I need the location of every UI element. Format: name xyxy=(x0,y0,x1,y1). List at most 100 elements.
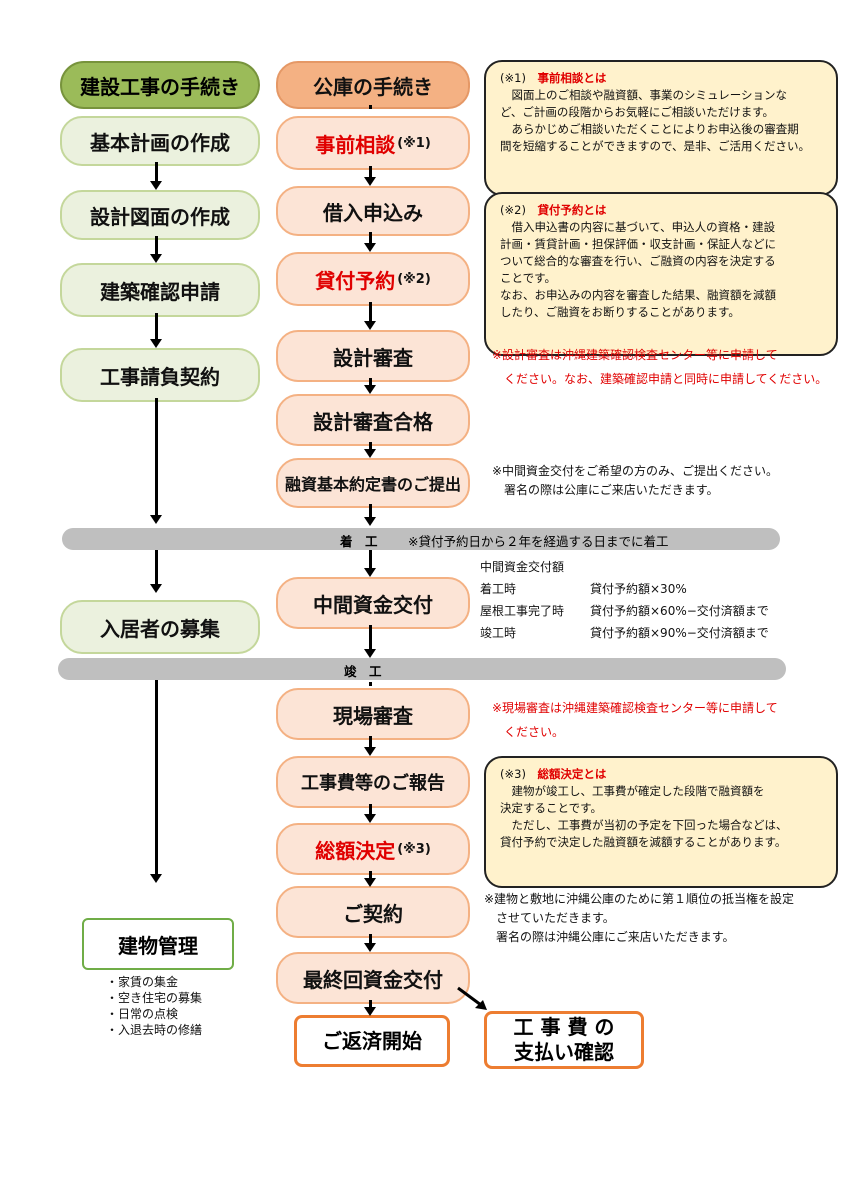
bar-label: 竣 工 xyxy=(344,664,382,679)
step-pre-consultation: 事前相談(※1) xyxy=(276,116,470,170)
interim-stage: 屋根工事完了時 xyxy=(480,604,565,618)
arrow-head-icon xyxy=(150,874,162,883)
note-line: ください。なお、建築確認申請と同時に申請してください。 xyxy=(492,372,828,386)
arrow-head-icon xyxy=(364,878,376,887)
step-label: 入居者の募集 xyxy=(100,616,220,641)
building-management-box: 建物管理 xyxy=(82,918,234,970)
note-title: 貸付予約とは xyxy=(537,203,607,217)
step-label: ご返済開始 xyxy=(322,1028,422,1053)
design-review-note: ※設計審査は沖縄建築確認検査センター等に申請して ください。なお、建築確認申請と… xyxy=(492,343,827,391)
step-label: 総額決定 xyxy=(315,838,396,863)
step-loan-agreement-submission: 融資基本約定書のご提出 xyxy=(276,458,470,508)
note-line: 建物が竣工し、工事費が確定した段階で融資額を xyxy=(500,784,765,798)
arrow-line xyxy=(155,162,158,182)
step-note-ref: (※2) xyxy=(397,271,431,287)
interim-funding-table: 中間資金交付額 着工時貸付予約額×30% 屋根工事完了時貸付予約額×60%−交付… xyxy=(480,556,769,644)
arrow-head-icon xyxy=(150,339,162,348)
interim-row: 竣工時貸付予約額×90%−交付済額まで xyxy=(480,622,769,644)
diagonal-arrow-icon xyxy=(457,986,487,1010)
note-line: 借入申込書の内容に基づいて、申込人の資格・建設 xyxy=(500,220,776,234)
loan-document-note: ※中間資金交付をご希望の方のみ、ご提出ください。 署名の際は公庫にご来店いただき… xyxy=(492,462,778,500)
arrow-line xyxy=(369,804,372,815)
note-line: ただし、工事費が当初の予定を下回った場合などは、 xyxy=(500,818,788,832)
step-loan-reservation: 貸付予約(※2) xyxy=(276,252,470,306)
step-tenant-recruitment: 入居者の募集 xyxy=(60,600,260,654)
note-line: ※設計審査は沖縄建築確認検査センター等に申請して xyxy=(492,348,778,362)
arrow-head-icon xyxy=(150,254,162,263)
step-label: 工事費等のご報告 xyxy=(301,773,445,794)
arrow-head-icon xyxy=(150,515,162,524)
note-line: ※中間資金交付をご希望の方のみ、ご提出ください。 xyxy=(492,464,779,478)
contract-note: ※建物と敷地に沖縄公庫のために第１順位の抵当権を設定 させていただきます。 署名… xyxy=(484,890,794,947)
note-line: ついて総合的な審査を行い、ご融資の内容を決定する xyxy=(500,254,776,268)
arrow-line xyxy=(155,236,158,255)
arrow-line xyxy=(369,302,372,322)
note-total-amount-decision: (※3) 総額決定とは 建物が竣工し、工事費が確定した段階で融資額を 決定するこ… xyxy=(484,756,838,888)
construction-procedure-header: 建設工事の手続き xyxy=(60,61,260,109)
arrow-head-icon xyxy=(364,449,376,458)
management-item: ・入退去時の修繕 xyxy=(106,1023,203,1037)
step-label: 基本計画の作成 xyxy=(90,130,230,155)
interim-stage: 着工時 xyxy=(480,582,517,596)
header-label: 公庫の手続き xyxy=(313,74,433,99)
management-list: ・家賃の集金 ・空き住宅の募集 ・日常の点検 ・入退去時の修繕 xyxy=(106,974,202,1038)
arrow-line xyxy=(369,105,372,109)
step-label: 設計図面の作成 xyxy=(90,204,230,229)
management-item: ・空き住宅の募集 xyxy=(106,991,203,1005)
interim-stage: 竣工時 xyxy=(480,626,517,640)
step-design-review-pass: 設計審査合格 xyxy=(276,394,470,446)
step-basic-plan: 基本計画の作成 xyxy=(60,116,260,166)
note-prefix: (※1) xyxy=(500,71,538,85)
management-item: ・家賃の集金 xyxy=(106,975,179,989)
step-label: 事前相談 xyxy=(315,132,396,157)
arrow-head-icon xyxy=(364,568,376,577)
interim-row: 着工時 貸付予約額×30% xyxy=(480,578,769,600)
step-repayment-start: ご返済開始 xyxy=(294,1015,450,1067)
step-label: 融資基本約定書のご提出 xyxy=(284,475,461,494)
interim-row: 屋根工事完了時 貸付予約額×60%−交付済額まで xyxy=(480,600,769,622)
step-label: 借入申込み xyxy=(323,200,423,225)
step-label: 設計審査 xyxy=(333,345,413,370)
step-note-ref: (※3) xyxy=(397,841,431,857)
arrow-head-icon xyxy=(364,243,376,252)
note-line: あらかじめご相談いただくことによりお申込後の審査期 xyxy=(500,122,799,136)
arrow-head-icon xyxy=(364,747,376,756)
arrow-line xyxy=(369,550,372,569)
interim-amount: 貸付予約額×60%−交付済額まで xyxy=(590,604,769,618)
arrow-line xyxy=(155,398,158,516)
arrow-line xyxy=(155,680,158,875)
note-line: 図面上のご相談や融資額、事業のシミュレーションな xyxy=(500,88,788,102)
construction-payment-check-box: 工 事 費 の 支払い確認 xyxy=(484,1011,644,1069)
arrow-line xyxy=(369,232,372,244)
bar-note: ※貸付予約日から２年を経過する日までに着工 xyxy=(408,534,669,549)
arrow-head-icon xyxy=(364,1007,376,1016)
step-design-review: 設計審査 xyxy=(276,330,470,382)
arrow-head-icon xyxy=(364,321,376,330)
arrow-line xyxy=(369,1000,372,1008)
arrow-head-icon xyxy=(364,177,376,186)
step-interim-funding: 中間資金交付 xyxy=(276,577,470,629)
arrow-line xyxy=(155,313,158,340)
arrow-line xyxy=(369,504,372,518)
note-line: 計画・賃貸計画・担保評価・収支計画・保証人などに xyxy=(500,237,776,251)
note-line: ど、ご計画の段階からお気軽にご相談いただけます。 xyxy=(500,105,775,119)
arrow-line xyxy=(369,442,372,450)
arrow-head-icon xyxy=(150,584,162,593)
step-construction-contract: 工事請負契約 xyxy=(60,348,260,402)
loan-procedure-header: 公庫の手続き xyxy=(276,61,470,109)
step-label: 現場審査 xyxy=(333,703,413,728)
step-contract: ご契約 xyxy=(276,886,470,938)
interim-amount: 貸付予約額×30% xyxy=(590,582,687,596)
arrow-head-icon xyxy=(364,814,376,823)
note-loan-reservation: (※2) 貸付予約とは 借入申込書の内容に基づいて、申込人の資格・建設 計画・賃… xyxy=(484,192,838,356)
arrow-line xyxy=(369,378,372,386)
step-label: 貸付予約 xyxy=(315,268,396,293)
step-note-ref: (※1) xyxy=(397,135,431,151)
step-label: 建築確認申請 xyxy=(100,279,220,304)
management-title: 建物管理 xyxy=(118,933,198,958)
arrow-line xyxy=(369,625,372,650)
note-line: したり、ご融資をお断りすることがあります。 xyxy=(500,305,740,319)
bar-label: 着 工 xyxy=(340,534,378,549)
arrow-head-icon xyxy=(364,649,376,658)
note-title: 事前相談とは xyxy=(537,71,607,85)
